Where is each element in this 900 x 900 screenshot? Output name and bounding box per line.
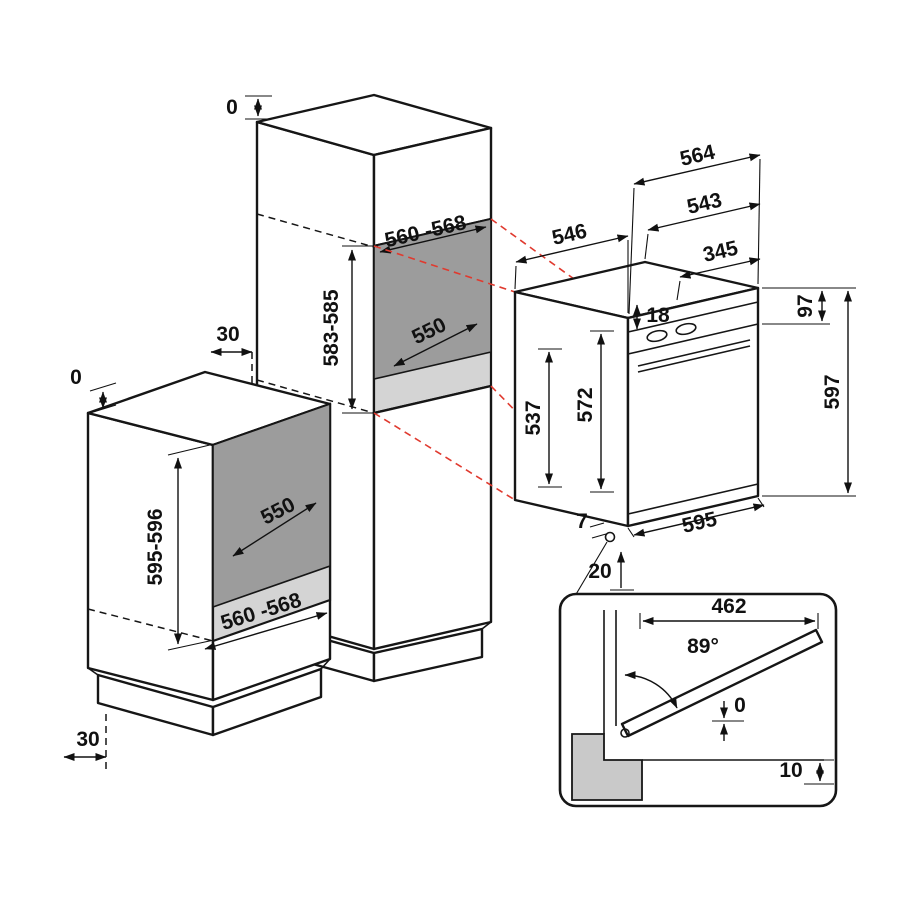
dim-label-oven-body-depth: 546 — [550, 220, 589, 250]
oven-front-face — [626, 286, 760, 528]
oven-depth-total-dimension — [633, 153, 761, 186]
oven-control-panel-line — [627, 323, 759, 355]
dim-label-oven-trim-height: 18 — [646, 304, 670, 327]
projection-line-bottom-left — [373, 412, 516, 501]
detail-leader-line — [574, 541, 608, 597]
oven-control-depth-dimension — [679, 257, 761, 279]
base-niche-floor-hidden-edge — [87, 608, 214, 642]
dim-label-oven-bottom-clearance: 20 — [588, 560, 611, 583]
dim-label-base-niche-height: 595-596 — [144, 508, 167, 585]
tall-niche-top-hidden-edge — [256, 213, 375, 248]
base-cabinet-plinth-right — [211, 667, 323, 737]
oven-width-dimension — [633, 503, 765, 537]
oven: 564 543 546 345 18 97 597 537 — [513, 140, 856, 597]
dim-label-tall-top-gap: 0 — [226, 96, 238, 119]
oven-knob — [646, 329, 668, 343]
tick — [591, 533, 607, 539]
plinth-step-line — [320, 658, 331, 670]
tall-cabinet-right-lower-face — [372, 384, 493, 651]
tick — [89, 382, 117, 392]
oven-knob — [675, 322, 697, 336]
projection-line-top-right — [490, 218, 629, 319]
door-detail-panel: 89° 462 0 10 — [558, 592, 838, 808]
dim-label-opening-angle: 89° — [687, 635, 719, 658]
dim-label-base-top-gap: 0 — [70, 366, 82, 389]
plinth-step-line — [87, 667, 99, 676]
tall-cabinet-plinth-right — [372, 627, 484, 683]
dim-label-bottom-gap: 10 — [779, 759, 802, 782]
detail-opening-angle-arc — [624, 671, 678, 709]
ext-line — [628, 187, 635, 315]
dim-label-tall-rear-gap: 30 — [216, 323, 239, 346]
ext-line — [676, 280, 681, 301]
oven-trim-line — [627, 301, 759, 333]
tall-niche-depth-dimension — [393, 323, 478, 367]
dim-label-door-projection: 462 — [711, 595, 746, 618]
oven-door-handle — [637, 345, 751, 373]
base-niche-width-dimension — [204, 612, 328, 650]
oven-door-handle — [637, 339, 751, 367]
dim-label-tall-niche-height: 583-585 — [320, 289, 343, 366]
tick — [589, 522, 605, 528]
ext-line — [644, 233, 649, 260]
dim-label-oven-control-height: 97 — [794, 294, 817, 317]
dim-label-oven-control-depth: 345 — [701, 236, 741, 266]
oven-depth-no-door-dimension — [647, 202, 761, 232]
tall-niche-width-dimension — [379, 225, 487, 254]
tick — [167, 443, 215, 456]
dim-label-flush-gap: 0 — [734, 694, 746, 717]
oven-body-depth-dimension — [515, 234, 629, 264]
dim-label-base-plinth-recess: 30 — [76, 728, 99, 751]
dim-label-oven-body-height: 537 — [522, 400, 545, 435]
door-pivot-marker — [604, 531, 616, 543]
tick — [89, 404, 117, 414]
projection-line-top-left — [373, 245, 516, 293]
dim-label-oven-front-height: 572 — [574, 387, 597, 422]
base-niche-depth-dimension — [232, 502, 317, 557]
plinth-step-line — [481, 621, 492, 630]
ext-line — [757, 158, 761, 285]
detail-door-pivot — [620, 728, 630, 738]
dim-label-oven-height: 597 — [821, 374, 844, 409]
detail-open-door — [620, 628, 824, 738]
base-cabinet: 0 30 550 595-596 560 -568 — [63, 366, 332, 770]
dim-label-oven-foot-offset: 7 — [576, 510, 588, 533]
ext-line — [627, 527, 635, 538]
ext-line — [514, 265, 517, 290]
